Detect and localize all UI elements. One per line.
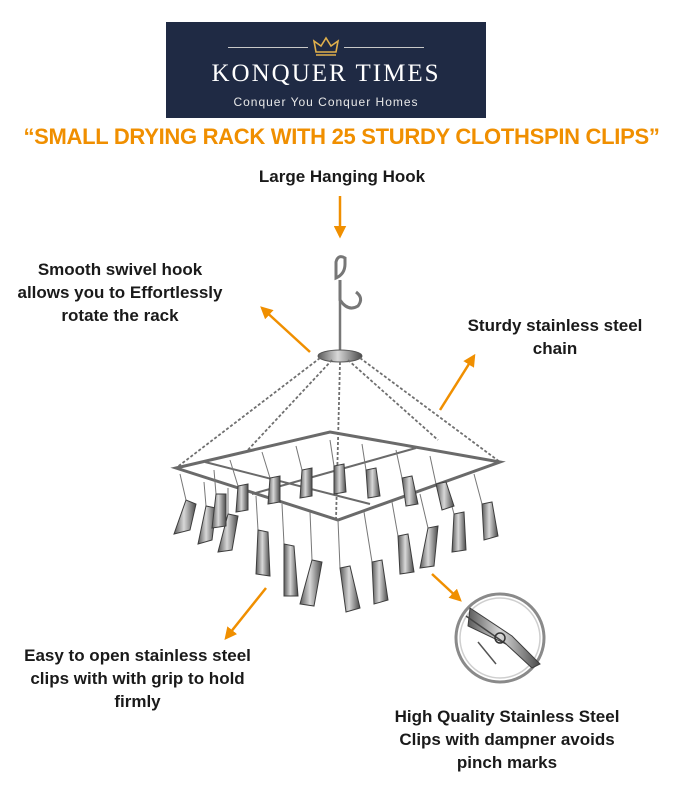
clip	[211, 469, 227, 529]
callout-line: firmly	[114, 692, 161, 711]
callout-line: High Quality Stainless Steel	[394, 707, 620, 726]
callout-steel-chain: Sturdy stainless steel chain	[440, 314, 670, 360]
clip	[473, 473, 499, 541]
callout-line: Large Hanging Hook	[258, 167, 426, 186]
brand-tagline: Conquer You Conquer Homes	[233, 95, 419, 109]
clip	[229, 459, 249, 513]
arrow-chain	[438, 353, 476, 411]
clip	[395, 449, 419, 507]
clip	[261, 451, 281, 505]
clip	[173, 473, 197, 535]
callout-swivel-hook: Smooth swivel hook allows you to Effortl…	[0, 258, 240, 327]
clip	[361, 443, 381, 499]
arrow-clips	[224, 587, 267, 640]
clip	[419, 493, 439, 569]
callout-line: Smooth swivel hook	[37, 260, 203, 279]
clip	[295, 445, 313, 499]
callout-line: rotate the rack	[61, 306, 179, 325]
clothespin-clips	[173, 439, 499, 613]
arrow-quality	[431, 573, 462, 602]
clip-detail-zoom	[454, 592, 546, 684]
clip	[363, 511, 389, 605]
clip	[255, 495, 271, 577]
crown-icon	[312, 36, 340, 56]
callout-line: pinch marks	[456, 753, 558, 772]
hanging-hook	[334, 255, 363, 352]
arrow-swivel	[260, 306, 311, 353]
clip	[299, 511, 323, 607]
swivel-cap	[317, 349, 363, 363]
brand-logo-banner: KONQUER TIMES Conquer You Conquer Homes	[166, 22, 486, 118]
callout-line: clips with with grip to hold	[30, 669, 245, 688]
clip	[281, 503, 299, 597]
clip	[217, 488, 239, 553]
callout-dampener-clips: High Quality Stainless Steel Clips with …	[362, 705, 652, 774]
clip	[197, 481, 217, 545]
callout-line: Clips with dampner avoids	[399, 730, 615, 749]
logo-divider-left	[228, 47, 308, 48]
callout-arrows	[224, 196, 476, 640]
callout-hanging-hook: Large Hanging Hook	[222, 165, 462, 188]
clip	[391, 501, 415, 575]
clip	[329, 439, 347, 495]
clip	[337, 519, 361, 613]
clip	[429, 455, 455, 511]
callout-steel-clips: Easy to open stainless steel clips with …	[0, 644, 275, 713]
brand-name: KONQUER TIMES	[211, 60, 441, 87]
product-headline: “SMALL DRYING RACK WITH 25 STURDY CLOTHS…	[23, 124, 660, 149]
logo-divider-right	[344, 47, 424, 48]
callout-line: allows you to Effortlessly	[17, 283, 223, 302]
callout-line: Easy to open stainless steel	[24, 646, 251, 665]
callout-line: Sturdy stainless steel	[467, 316, 643, 335]
callout-line: chain	[532, 339, 578, 358]
